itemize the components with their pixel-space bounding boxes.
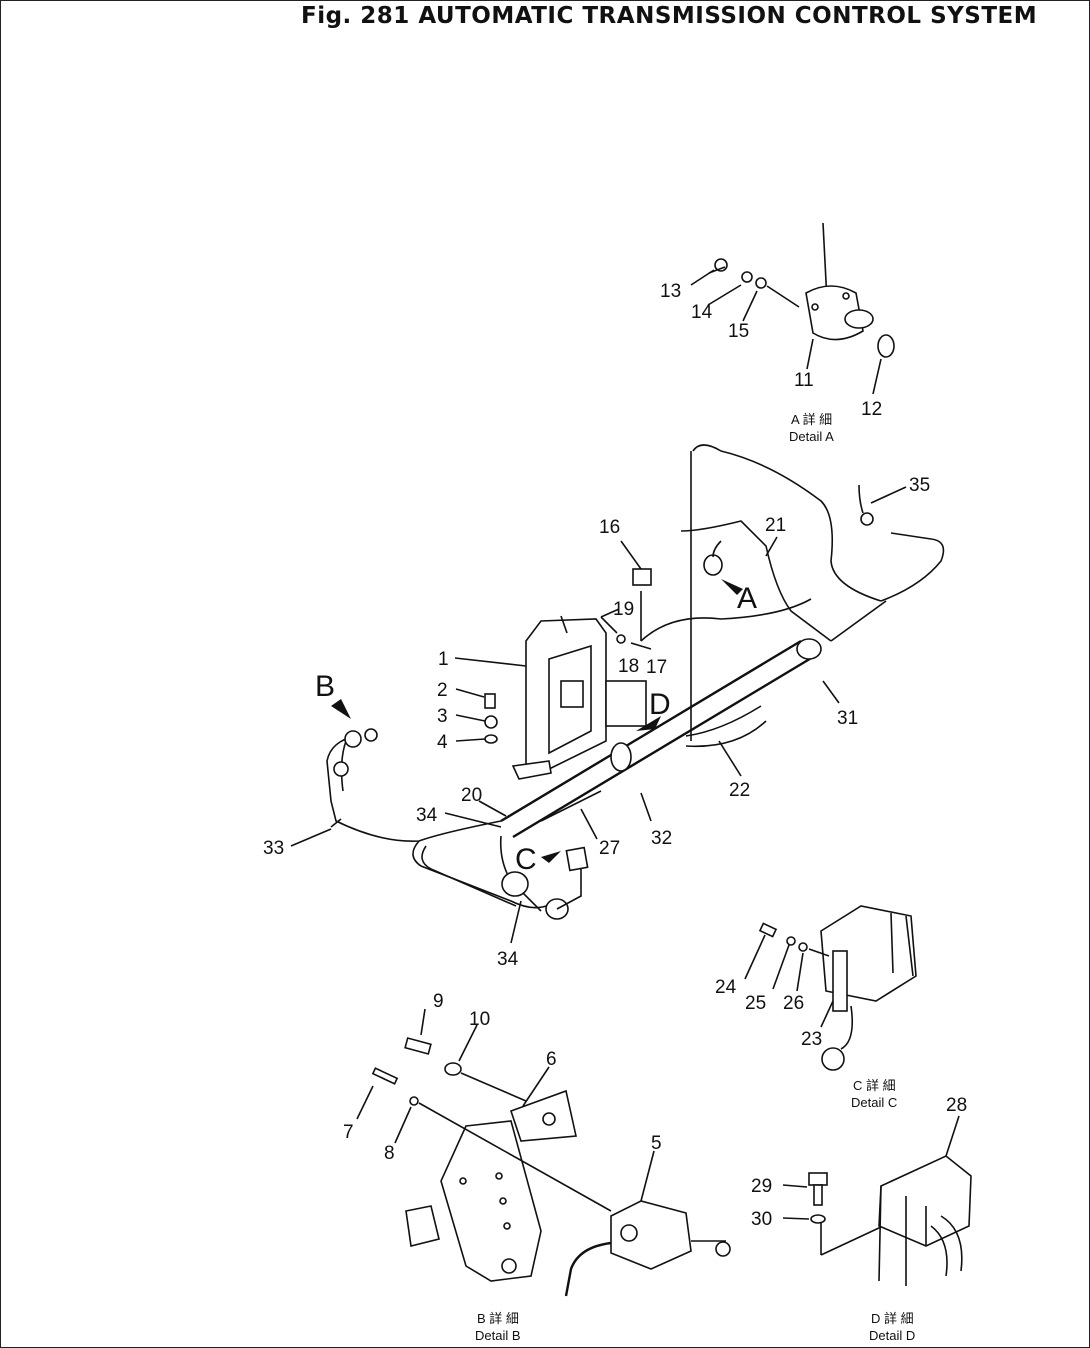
callout-25: 25	[745, 993, 766, 1014]
detail-letter-d: D	[649, 688, 671, 721]
detail-letter-b: B	[315, 670, 335, 703]
detail-d-jp: D 詳 細	[871, 1311, 914, 1326]
callout-12: 12	[861, 399, 882, 420]
callout-numbers: 1 2 3 4 5 6 7 8 9 10 11 12 13 14 15 16 1…	[263, 281, 967, 1230]
main-harness-drawing	[326, 444, 945, 920]
callout-4: 4	[437, 732, 448, 753]
callout-27: 27	[599, 838, 620, 859]
detail-b-en: Detail B	[475, 1328, 521, 1343]
callout-30: 30	[751, 1209, 772, 1230]
callout-19: 19	[613, 599, 634, 620]
callout-35: 35	[909, 475, 930, 496]
detail-pointer-arrows	[331, 579, 743, 863]
callout-1: 1	[438, 649, 449, 670]
callout-13: 13	[660, 281, 681, 302]
callout-24: 24	[715, 977, 737, 998]
callout-15: 15	[728, 321, 749, 342]
detail-captions: A 詳 細 Detail A B 詳 細 Detail B C 詳 細 Deta…	[475, 412, 915, 1343]
detail-d-en: Detail D	[869, 1328, 915, 1343]
detail-d-drawing	[782, 1115, 972, 1286]
callout-33: 33	[263, 838, 284, 859]
callout-9: 9	[433, 991, 444, 1012]
callout-21: 21	[765, 515, 786, 536]
detail-c-drawing	[744, 905, 917, 1071]
callout-31: 31	[837, 708, 858, 729]
callout-16: 16	[599, 517, 620, 538]
callout-28: 28	[946, 1095, 967, 1116]
callout-10: 10	[469, 1009, 490, 1030]
callout-6: 6	[546, 1049, 557, 1070]
callout-26: 26	[783, 993, 804, 1014]
leader-lines	[290, 486, 907, 944]
callout-3: 3	[437, 706, 448, 727]
callout-14: 14	[691, 302, 713, 323]
figure-title: Fig. 281 AUTOMATIC TRANSMISSION CONTROL …	[301, 3, 1038, 29]
callout-32: 32	[651, 828, 672, 849]
callout-7: 7	[343, 1122, 354, 1143]
detail-c-jp: C 詳 細	[853, 1078, 896, 1093]
detail-a-en: Detail A	[789, 429, 834, 444]
callout-8: 8	[384, 1143, 395, 1164]
callout-29: 29	[751, 1176, 772, 1197]
callout-23: 23	[801, 1029, 822, 1050]
callout-20: 20	[461, 785, 482, 806]
callout-22: 22	[729, 780, 750, 801]
callout-34-upper: 34	[416, 805, 438, 826]
detail-letter-c: C	[515, 843, 537, 876]
callout-34-lower: 34	[497, 949, 519, 970]
callout-2: 2	[437, 680, 448, 701]
detail-a-jp: A 詳 細	[791, 412, 832, 427]
callout-17: 17	[646, 657, 667, 678]
detail-letter-a: A	[737, 582, 757, 615]
detail-b-drawing	[356, 1008, 731, 1297]
callout-18: 18	[618, 656, 639, 677]
detail-b-jp: B 詳 細	[477, 1311, 519, 1326]
callout-11: 11	[794, 370, 814, 391]
detail-c-en: Detail C	[851, 1095, 897, 1110]
callout-5: 5	[651, 1133, 662, 1154]
detail-letters: A B C D	[315, 582, 757, 876]
detail-a-drawing	[690, 222, 895, 395]
